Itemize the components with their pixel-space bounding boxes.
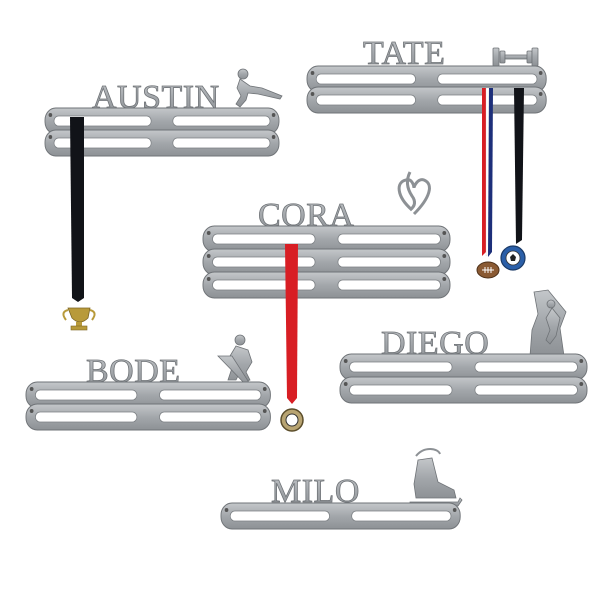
gymnast-icon — [235, 68, 283, 108]
soccer-medal-icon — [500, 245, 526, 271]
trophy-medal-icon — [62, 307, 96, 331]
rack-bode: BODE — [25, 334, 271, 431]
ribbon-tricolor — [482, 87, 493, 257]
rack-milo: MILO — [220, 448, 463, 530]
rack-cora: CORA — [202, 171, 451, 432]
rock-climber-icon — [529, 289, 567, 357]
music-clef-heart-icon — [397, 171, 431, 216]
barbell-icon — [492, 47, 539, 67]
rack-austin: AUSTIN — [44, 68, 283, 331]
round-medal-icon — [280, 408, 304, 432]
football-medal-icon — [476, 261, 500, 279]
hockey-player-icon — [217, 334, 261, 388]
rack-tate: TATE — [306, 35, 547, 279]
ice-skate-icon — [409, 448, 463, 507]
ribbon-black — [70, 117, 84, 302]
rack-diego: DIEGO — [339, 289, 588, 404]
ribbon-red — [285, 244, 298, 404]
ribbon-black — [514, 88, 524, 244]
